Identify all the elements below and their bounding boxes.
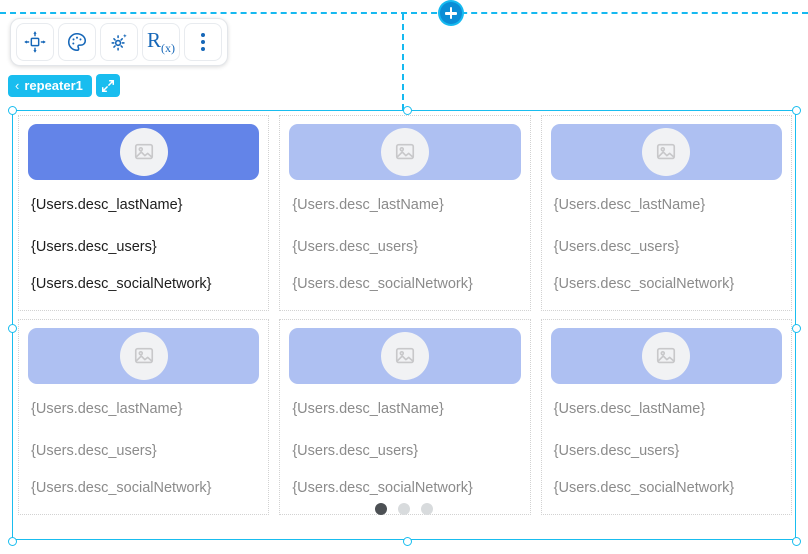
image-placeholder-icon (119, 128, 168, 176)
resize-handle-top-center[interactable] (402, 106, 412, 115)
resize-handle-bottom-left[interactable] (8, 537, 17, 546)
resize-handle-top-right[interactable] (792, 106, 801, 115)
card-body: {Users.desc_lastName} {Users.desc_users}… (289, 180, 520, 293)
field-last-name: {Users.desc_lastName} (292, 197, 444, 213)
card-body: {Users.desc_lastName} {Users.desc_users}… (28, 180, 259, 293)
field-last-name: {Users.desc_lastName} (31, 401, 183, 417)
repeater-card[interactable]: {Users.desc_lastName} {Users.desc_users}… (540, 319, 792, 515)
pagination-dot-1[interactable] (375, 503, 387, 515)
repeater-selection-frame[interactable]: {Users.desc_lastName} {Users.desc_users}… (8, 106, 801, 546)
image-placeholder-icon (380, 332, 429, 380)
repeater-card[interactable]: {Users.desc_lastName} {Users.desc_users}… (18, 115, 270, 311)
field-last-name: {Users.desc_lastName} (553, 197, 706, 213)
repeater-card[interactable]: {Users.desc_lastName} {Users.desc_users}… (279, 115, 531, 311)
r-function-label: R(x) (146, 27, 175, 56)
field-users: {Users.desc_users} (31, 443, 157, 460)
chevron-left-icon: ‹ (15, 77, 20, 93)
field-social-network: {Users.desc_socialNetwork} (553, 275, 735, 292)
settings-sparkle-icon[interactable] (100, 23, 138, 61)
image-placeholder-icon (119, 332, 168, 380)
repeater-card[interactable]: {Users.desc_lastName} {Users.desc_users}… (279, 319, 531, 515)
card-body: {Users.desc_lastName} {Users.desc_users}… (551, 180, 782, 293)
expand-diagonal-icon[interactable] (95, 74, 120, 97)
card-header (550, 124, 782, 180)
top-alignment-guide (0, 12, 808, 14)
field-last-name: {Users.desc_lastName} (31, 197, 183, 213)
card-body: {Users.desc_lastName} {Users.desc_users}… (289, 384, 520, 497)
card-header (28, 328, 260, 384)
field-users: {Users.desc_users} (553, 443, 680, 460)
field-social-network: {Users.desc_socialNetwork} (31, 479, 212, 496)
card-body: {Users.desc_lastName} {Users.desc_users}… (551, 384, 782, 497)
resize-handle-middle-right[interactable] (792, 323, 801, 333)
image-placeholder-icon (642, 128, 691, 176)
repeater-grid: {Users.desc_lastName} {Users.desc_users}… (18, 115, 792, 515)
image-placeholder-icon (642, 332, 691, 380)
element-toolbar: R(x) (10, 18, 228, 66)
repeater-card[interactable]: {Users.desc_lastName} {Users.desc_users}… (540, 115, 792, 311)
resize-handle-middle-left[interactable] (8, 323, 17, 333)
card-header (28, 124, 260, 180)
breadcrumb-chip-repeater1[interactable]: ‹ repeater1 (8, 74, 92, 97)
resize-handle-bottom-right[interactable] (792, 537, 801, 546)
field-users: {Users.desc_users} (292, 239, 419, 256)
image-placeholder-icon (380, 128, 429, 176)
more-vertical-icon[interactable] (184, 23, 222, 61)
add-section-button[interactable] (440, 2, 462, 24)
field-users: {Users.desc_users} (292, 443, 419, 460)
pagination (13, 503, 795, 515)
card-header (289, 328, 521, 384)
field-last-name: {Users.desc_lastName} (553, 401, 706, 417)
pagination-dot-3[interactable] (421, 503, 433, 515)
r-function-icon[interactable]: R(x) (142, 23, 180, 61)
move-icon[interactable] (16, 23, 54, 61)
breadcrumb-label: repeater1 (24, 77, 83, 93)
field-social-network: {Users.desc_socialNetwork} (553, 479, 735, 496)
card-header (550, 328, 782, 384)
card-body: {Users.desc_lastName} {Users.desc_users}… (28, 384, 259, 497)
repeater-card[interactable]: {Users.desc_lastName} {Users.desc_users}… (18, 319, 270, 515)
vertical-alignment-guide (402, 14, 404, 110)
resize-handle-top-left[interactable] (8, 106, 17, 115)
pagination-dot-2[interactable] (398, 503, 410, 515)
card-header (289, 124, 521, 180)
field-users: {Users.desc_users} (553, 239, 680, 256)
palette-icon[interactable] (58, 23, 96, 61)
field-social-network: {Users.desc_socialNetwork} (31, 275, 212, 292)
field-social-network: {Users.desc_socialNetwork} (292, 479, 473, 496)
field-last-name: {Users.desc_lastName} (292, 401, 444, 417)
more-dots (201, 33, 205, 51)
field-users: {Users.desc_users} (31, 239, 157, 256)
breadcrumb: ‹ repeater1 (8, 74, 120, 97)
resize-handle-bottom-center[interactable] (402, 537, 412, 546)
field-social-network: {Users.desc_socialNetwork} (292, 275, 473, 292)
